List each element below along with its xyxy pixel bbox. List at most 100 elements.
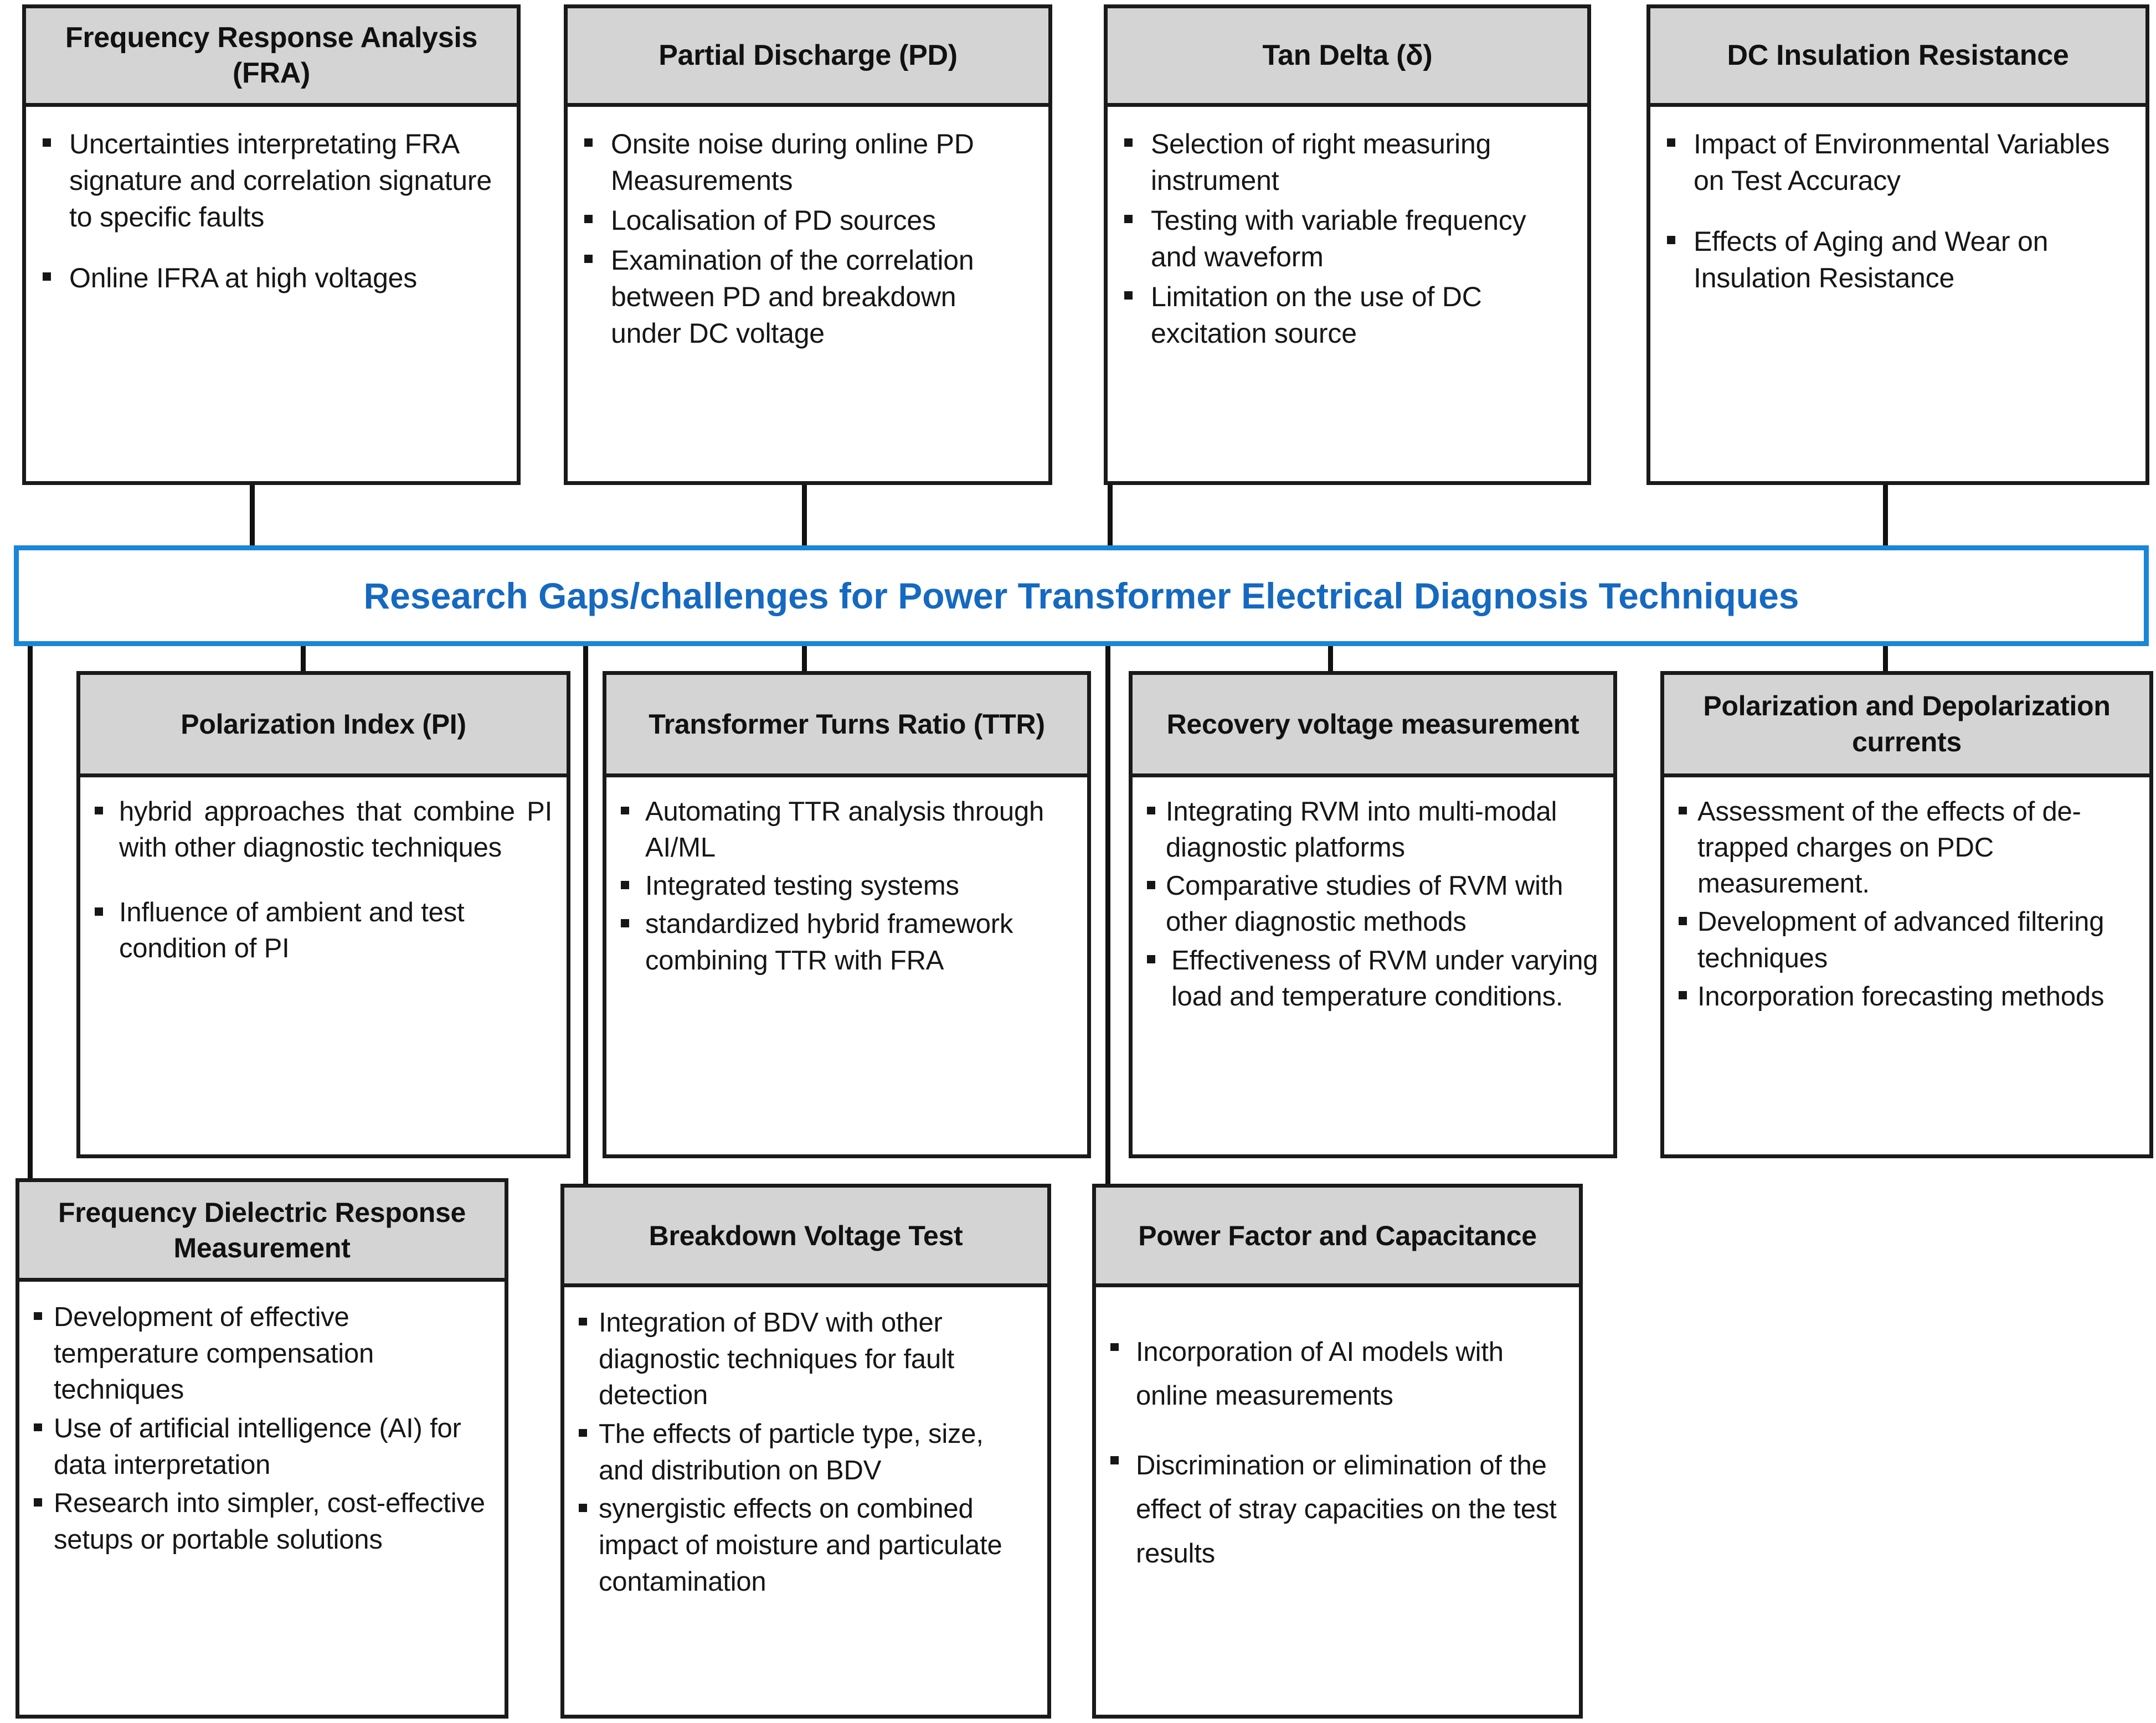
connector-fra-to-banner xyxy=(250,484,255,548)
square-bullet-icon xyxy=(584,138,593,147)
square-bullet-icon xyxy=(621,919,629,927)
card-dc-insulation-resistance[interactable]: DC Insulation Resistance Impact of Envir… xyxy=(1646,4,2149,485)
list-item: Automating TTR analysis through AI/ML xyxy=(621,794,1073,866)
card-body: Integrating RVM into multi-modal diagnos… xyxy=(1133,777,1613,1154)
card-power-factor-and-capacitance[interactable]: Power Factor and Capacitance Incorporati… xyxy=(1092,1184,1583,1719)
card-body: Integration of BDV with other diagnostic… xyxy=(564,1287,1047,1715)
square-bullet-icon xyxy=(1679,806,1687,815)
central-banner[interactable]: Research Gaps/challenges for Power Trans… xyxy=(14,545,2149,646)
card-title: Frequency Response Analysis (FRA) xyxy=(26,8,517,107)
card-frequency-response-analysis[interactable]: Frequency Response Analysis (FRA) Uncert… xyxy=(22,4,521,485)
square-bullet-icon xyxy=(579,1503,587,1512)
card-title: Breakdown Voltage Test xyxy=(564,1188,1047,1287)
square-bullet-icon xyxy=(43,138,51,147)
list-item: Examination of the correlation between P… xyxy=(584,242,1032,352)
list-item: synergistic effects on combined impact o… xyxy=(579,1491,1033,1600)
list-item: hybrid approaches that combine PI with o… xyxy=(95,794,552,866)
list-item: Limitation on the use of DC excitation s… xyxy=(1124,278,1571,352)
connector-dcir-to-banner xyxy=(1883,484,1888,548)
card-body: Impact of Environmental Variables on Tes… xyxy=(1650,107,2145,481)
square-bullet-icon xyxy=(1679,917,1687,925)
square-bullet-icon xyxy=(1667,138,1675,147)
card-body: Automating TTR analysis through AI/ML In… xyxy=(606,777,1087,1154)
square-bullet-icon xyxy=(1679,991,1687,999)
square-bullet-icon xyxy=(34,1498,42,1507)
card-body: Assessment of the effects of de-trapped … xyxy=(1664,777,2149,1154)
square-bullet-icon xyxy=(1110,1456,1119,1464)
square-bullet-icon xyxy=(95,806,103,815)
card-breakdown-voltage-test[interactable]: Breakdown Voltage Test Integration of BD… xyxy=(560,1184,1051,1719)
list-item: Integrating RVM into multi-modal diagnos… xyxy=(1147,794,1599,866)
list-item: Development of advanced filtering techni… xyxy=(1679,904,2135,976)
list-item: Uncertainties interpretating FRA signatu… xyxy=(43,126,500,235)
card-title: Power Factor and Capacitance xyxy=(1096,1188,1579,1287)
card-tan-delta[interactable]: Tan Delta (δ) Selection of right measuri… xyxy=(1104,4,1591,485)
card-body: Development of effective temperature com… xyxy=(19,1282,505,1715)
list-item: The effects of particle type, size, and … xyxy=(579,1416,1033,1489)
square-bullet-icon xyxy=(579,1317,587,1326)
square-bullet-icon xyxy=(95,907,103,916)
square-bullet-icon xyxy=(579,1428,587,1437)
list-item: Online IFRA at high voltages xyxy=(43,260,500,296)
list-item: Influence of ambient and test condition … xyxy=(95,895,552,967)
square-bullet-icon xyxy=(34,1423,42,1432)
list-item: Localisation of PD sources xyxy=(584,202,1032,239)
list-item: Assessment of the effects of de-trapped … xyxy=(1679,794,2135,902)
connector-banner-to-bdv xyxy=(583,646,588,1191)
card-body: hybrid approaches that combine PI with o… xyxy=(80,777,567,1154)
bullet-list: hybrid approaches that combine PI with o… xyxy=(95,794,552,967)
list-item: Integration of BDV with other diagnostic… xyxy=(579,1305,1033,1414)
square-bullet-icon xyxy=(1124,291,1133,300)
bullet-list: Integrating RVM into multi-modal diagnos… xyxy=(1147,794,1599,1015)
card-polarization-index[interactable]: Polarization Index (PI) hybrid approache… xyxy=(76,671,570,1158)
square-bullet-icon xyxy=(1667,236,1675,244)
list-item: Selection of right measuring instrument xyxy=(1124,126,1571,199)
square-bullet-icon xyxy=(1147,880,1155,889)
bullet-list: Automating TTR analysis through AI/ML In… xyxy=(621,794,1073,979)
list-item: Research into simpler, cost-effective se… xyxy=(34,1485,490,1558)
list-item: Comparative studies of RVM with other di… xyxy=(1147,868,1599,940)
square-bullet-icon xyxy=(621,806,629,815)
square-bullet-icon xyxy=(1147,955,1155,963)
square-bullet-icon xyxy=(43,272,51,281)
list-item: Impact of Environmental Variables on Tes… xyxy=(1667,126,2129,199)
card-partial-discharge[interactable]: Partial Discharge (PD) Onsite noise duri… xyxy=(564,4,1052,485)
connector-pd-to-banner xyxy=(802,484,807,548)
bullet-list: Impact of Environmental Variables on Tes… xyxy=(1667,126,2129,296)
bullet-list: Uncertainties interpretating FRA signatu… xyxy=(43,126,500,296)
card-title: DC Insulation Resistance xyxy=(1650,8,2145,107)
list-item: Discrimination or elimination of the eff… xyxy=(1110,1444,1565,1576)
list-item: Onsite noise during online PD Measuremen… xyxy=(584,126,1032,199)
square-bullet-icon xyxy=(1124,138,1133,147)
bullet-list: Integration of BDV with other diagnostic… xyxy=(579,1305,1033,1600)
card-body: Selection of right measuring instrument … xyxy=(1108,107,1587,481)
card-recovery-voltage-measurement[interactable]: Recovery voltage measurement Integrating… xyxy=(1129,671,1617,1158)
bullet-list: Development of effective temperature com… xyxy=(34,1299,490,1559)
card-frequency-dielectric-response-measurement[interactable]: Frequency Dielectric Response Measuremen… xyxy=(16,1178,508,1719)
list-item: Incorporation forecasting methods xyxy=(1679,979,2135,1015)
connector-banner-to-pfc xyxy=(1105,646,1110,1191)
square-bullet-icon xyxy=(584,255,593,263)
banner-title: Research Gaps/challenges for Power Trans… xyxy=(363,575,1799,616)
card-title: Tan Delta (δ) xyxy=(1108,8,1587,107)
square-bullet-icon xyxy=(1110,1343,1119,1351)
list-item: standardized hybrid framework combining … xyxy=(621,906,1073,978)
card-transformer-turns-ratio[interactable]: Transformer Turns Ratio (TTR) Automating… xyxy=(603,671,1091,1158)
bullet-list: Selection of right measuring instrument … xyxy=(1124,126,1571,352)
card-title: Partial Discharge (PD) xyxy=(568,8,1048,107)
connector-banner-to-fdrm xyxy=(28,646,33,1185)
card-body: Uncertainties interpretating FRA signatu… xyxy=(26,107,517,481)
card-polarization-depolarization-currents[interactable]: Polarization and Depolarization currents… xyxy=(1660,671,2153,1158)
card-title: Transformer Turns Ratio (TTR) xyxy=(606,675,1087,777)
list-item: Integrated testing systems xyxy=(621,868,1073,904)
card-title: Polarization and Depolarization currents xyxy=(1664,675,2149,777)
card-title: Frequency Dielectric Response Measuremen… xyxy=(19,1182,505,1282)
square-bullet-icon xyxy=(1124,215,1133,223)
list-item: Use of artificial intelligence (AI) for … xyxy=(34,1411,490,1483)
card-title: Polarization Index (PI) xyxy=(80,675,567,777)
bullet-list: Assessment of the effects of de-trapped … xyxy=(1679,794,2135,1015)
card-body: Onsite noise during online PD Measuremen… xyxy=(568,107,1048,481)
square-bullet-icon xyxy=(1147,806,1155,815)
bullet-list: Onsite noise during online PD Measuremen… xyxy=(584,126,1032,352)
